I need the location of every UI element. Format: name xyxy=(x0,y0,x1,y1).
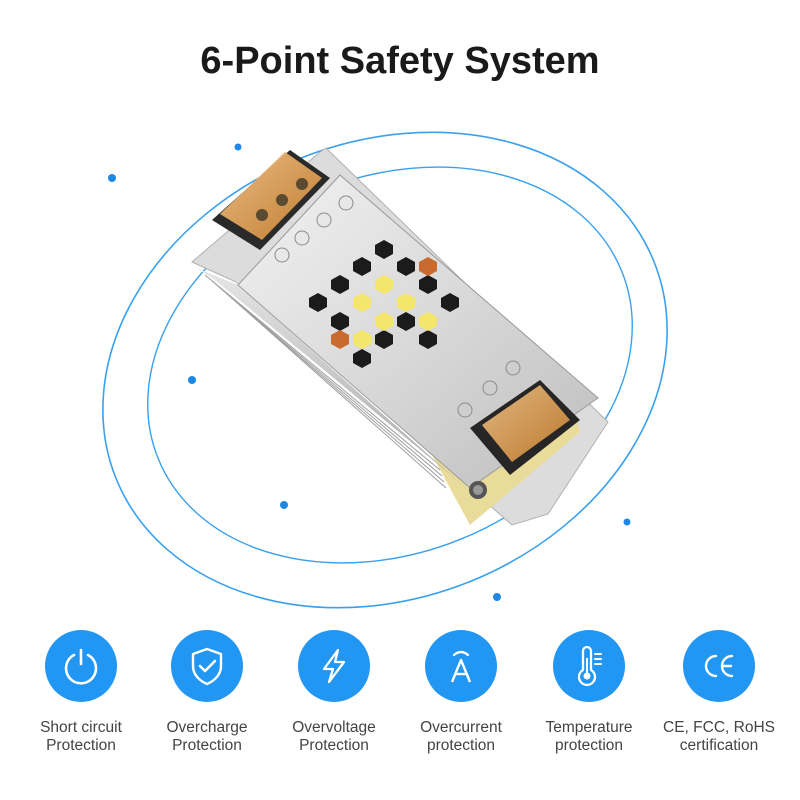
lightning-icon xyxy=(322,648,346,684)
terminal-marks-top xyxy=(274,195,354,263)
feature-short-circuit: Short circuit Protection xyxy=(16,630,146,755)
feature-icon-badge xyxy=(425,630,497,702)
feature-label-line1: Short circuit xyxy=(40,719,122,736)
feature-label-line2: Protection xyxy=(46,737,116,754)
terminal-marks-bottom xyxy=(457,360,521,418)
feature-label: Temperature protection xyxy=(524,719,654,755)
orbit-dot xyxy=(623,518,631,526)
feature-overcurrent: Overcurrent protection xyxy=(396,630,526,755)
feature-label-line2: Protection xyxy=(299,737,369,754)
feature-label: Short circuit Protection xyxy=(16,719,146,755)
feature-label-line2: certification xyxy=(679,737,759,754)
feature-label: CE, FCC, RoHS certification xyxy=(654,719,784,755)
terminal-block-top xyxy=(212,150,330,250)
features-row: Short circuit Protection Overcharge Prot… xyxy=(0,620,800,800)
feature-label-line1: Overcharge xyxy=(166,719,248,736)
feature-label-line1: CE, FCC, RoHS xyxy=(663,719,775,736)
feature-temperature: Temperature protection xyxy=(524,630,654,755)
orbit-dot xyxy=(280,501,288,509)
feature-icon-badge xyxy=(553,630,625,702)
power-supply-unit xyxy=(191,147,609,526)
ampere-icon xyxy=(450,650,472,683)
feature-label-line2: Protection xyxy=(172,737,242,754)
feature-label: Overcurrent protection xyxy=(396,719,526,755)
orbit-dot xyxy=(108,174,116,182)
terminal-block-bottom xyxy=(469,380,580,499)
feature-label-line2: protection xyxy=(554,737,624,754)
feature-label: Overcharge Protection xyxy=(142,719,272,755)
feature-overcharge: Overcharge Protection xyxy=(142,630,272,755)
feature-icon-badge xyxy=(683,630,755,702)
orbit-dot xyxy=(188,376,196,384)
feature-label-line2: protection xyxy=(426,737,496,754)
thermometer-icon xyxy=(577,645,602,687)
feature-icon-badge xyxy=(45,630,117,702)
vent-holes xyxy=(309,240,459,368)
feature-label: Overvoltage Protection xyxy=(269,719,399,755)
side-ribs xyxy=(204,274,447,489)
orbit-dot xyxy=(234,143,242,151)
feature-icon-badge xyxy=(298,630,370,702)
product-illustration xyxy=(102,131,668,609)
feature-label-line1: Overcurrent xyxy=(420,719,502,736)
feature-certification: CE, FCC, RoHS certification xyxy=(654,630,784,755)
page-title: 6-Point Safety System xyxy=(200,40,600,82)
feature-icon-badge xyxy=(171,630,243,702)
shield-check-icon xyxy=(191,647,223,686)
ce-mark-icon xyxy=(704,654,734,678)
feature-overvoltage: Overvoltage Protection xyxy=(269,630,399,755)
power-icon xyxy=(64,648,98,685)
feature-label-line1: Overvoltage xyxy=(292,719,376,736)
feature-label-line1: Temperature xyxy=(545,719,633,736)
orbit-dot xyxy=(493,593,501,601)
